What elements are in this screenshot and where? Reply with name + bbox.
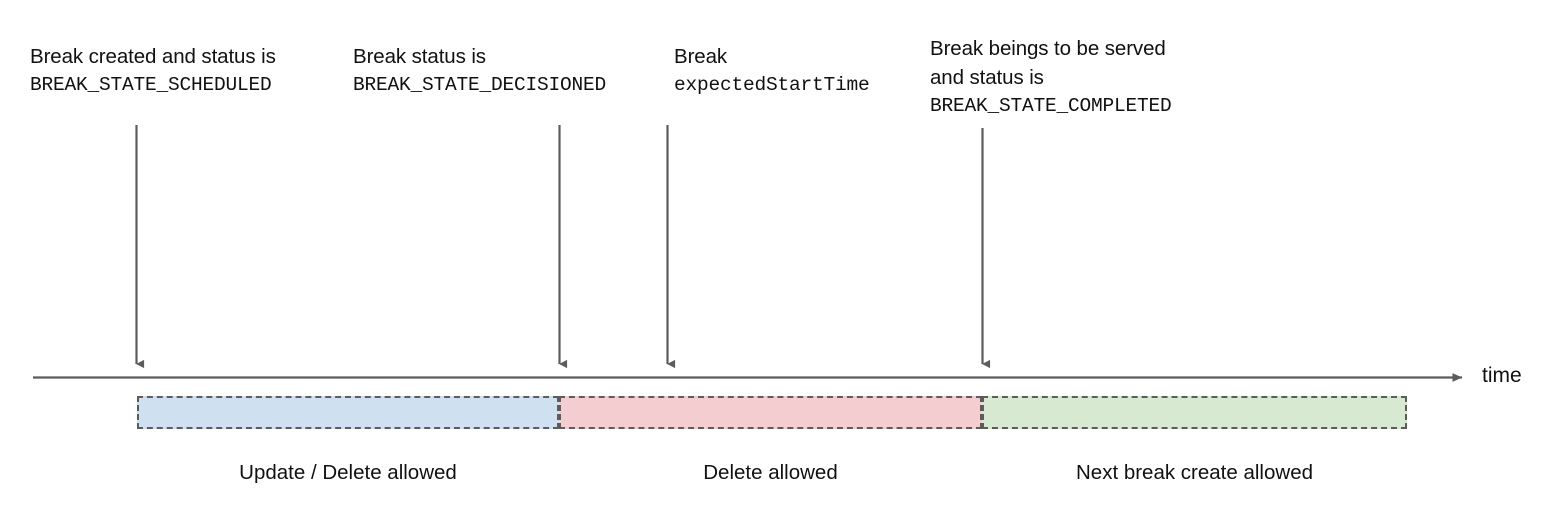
annotation-line-1: Break (674, 45, 728, 68)
segment-caption-decisioned: Delete allowed (703, 461, 838, 484)
annotation-line-2: BREAK_STATE_SCHEDULED (30, 74, 272, 96)
segment-caption-scheduled: Update / Delete allowed (239, 461, 457, 484)
timeline-segment-scheduled (137, 396, 559, 429)
annotation-line-3: BREAK_STATE_COMPLETED (930, 95, 1172, 117)
annotation-line-2: and status is (930, 66, 1044, 89)
annotation-break-scheduled: Break created and status is BREAK_STATE_… (30, 42, 276, 100)
segment-divider-decisioned-completed (982, 396, 984, 429)
annotation-break-decisioned: Break status is BREAK_STATE_DECISIONED (353, 42, 606, 100)
time-axis-label: time (1482, 364, 1522, 387)
annotation-line-1: Break created and status is (30, 45, 276, 68)
annotation-break-expected-start-time: Break expectedStartTime (674, 42, 870, 100)
annotation-break-completed: Break beings to be served and status is … (930, 34, 1172, 121)
annotation-line-1: Break status is (353, 45, 486, 68)
annotation-line-1: Break beings to be served (930, 37, 1166, 60)
timeline-segment-decisioned (559, 396, 982, 429)
annotation-line-2: BREAK_STATE_DECISIONED (353, 74, 607, 96)
timeline-segment-completed (982, 396, 1407, 429)
annotation-line-2: expectedStartTime (674, 74, 870, 96)
segment-caption-completed: Next break create allowed (1075, 461, 1313, 484)
segment-divider-scheduled-decisioned (559, 396, 561, 429)
